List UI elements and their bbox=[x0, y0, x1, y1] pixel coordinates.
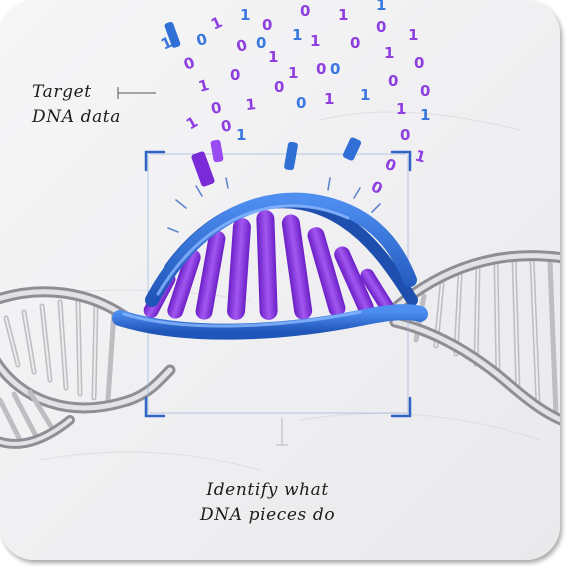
identify-label-line-2: DNA pieces do bbox=[200, 505, 336, 525]
svg-text:0: 0 bbox=[368, 177, 385, 198]
svg-text:1: 1 bbox=[413, 146, 428, 166]
svg-text:1: 1 bbox=[268, 48, 278, 66]
svg-text:0: 0 bbox=[383, 155, 399, 175]
svg-text:1: 1 bbox=[236, 126, 246, 144]
svg-text:0: 0 bbox=[256, 34, 266, 52]
svg-text:0: 0 bbox=[181, 53, 197, 73]
svg-text:0: 0 bbox=[330, 60, 340, 78]
svg-text:0: 0 bbox=[420, 82, 430, 100]
svg-text:0: 0 bbox=[414, 54, 424, 72]
svg-text:1: 1 bbox=[310, 32, 320, 50]
svg-text:0: 0 bbox=[234, 36, 249, 56]
frame-pointer bbox=[276, 418, 288, 446]
svg-text:0: 0 bbox=[274, 78, 284, 96]
binary-digits-icon: 0 1 0 0 1 0 1 0 1 0 0 1 0 1 1 0 0 1 0 1 bbox=[158, 0, 430, 198]
svg-text:0: 0 bbox=[210, 98, 223, 118]
target-label-line-1: Target bbox=[32, 82, 92, 102]
svg-text:0: 0 bbox=[400, 126, 410, 144]
focus-frame-icon bbox=[144, 150, 412, 418]
motion-dashes bbox=[167, 177, 387, 235]
target-pointer bbox=[117, 87, 156, 99]
svg-text:1: 1 bbox=[208, 13, 225, 34]
sketch-background bbox=[9, 111, 541, 471]
svg-text:1: 1 bbox=[396, 100, 406, 118]
svg-text:1: 1 bbox=[384, 44, 394, 62]
svg-text:0: 0 bbox=[296, 94, 306, 112]
svg-text:0: 0 bbox=[316, 60, 326, 78]
svg-text:1: 1 bbox=[420, 106, 430, 124]
svg-text:1: 1 bbox=[324, 90, 334, 108]
dna-illustration: 0 1 0 0 1 0 1 0 1 0 0 1 0 1 1 0 0 1 0 1 bbox=[0, 0, 560, 471]
svg-text:1: 1 bbox=[183, 113, 201, 134]
svg-text:1: 1 bbox=[408, 26, 418, 44]
svg-text:1: 1 bbox=[376, 0, 386, 14]
svg-text:1: 1 bbox=[360, 86, 370, 104]
svg-text:1: 1 bbox=[240, 6, 250, 24]
svg-text:1: 1 bbox=[196, 76, 211, 96]
outer-dna-left bbox=[0, 286, 176, 449]
svg-text:0: 0 bbox=[376, 18, 386, 36]
svg-text:0: 0 bbox=[300, 2, 310, 20]
identify-label-line-1: Identify what bbox=[206, 480, 329, 500]
svg-text:0: 0 bbox=[262, 16, 272, 34]
dna-helix-icon bbox=[112, 192, 428, 340]
svg-text:0: 0 bbox=[350, 34, 360, 52]
svg-text:0: 0 bbox=[230, 66, 240, 84]
svg-text:0: 0 bbox=[220, 116, 233, 136]
svg-text:1: 1 bbox=[292, 26, 302, 44]
identify-label: Identify what DNA pieces do bbox=[200, 478, 335, 528]
svg-text:0: 0 bbox=[194, 30, 209, 50]
target-label-line-2: DNA data bbox=[32, 107, 121, 127]
outer-dna-right bbox=[389, 250, 560, 426]
svg-text:0: 0 bbox=[388, 72, 398, 90]
svg-text:1: 1 bbox=[245, 95, 257, 114]
illustration-card: 0 1 0 0 1 0 1 0 1 0 0 1 0 1 1 0 0 1 0 1 bbox=[0, 0, 560, 560]
target-dna-label: Target DNA data bbox=[32, 80, 121, 130]
svg-text:1: 1 bbox=[288, 64, 298, 82]
svg-text:1: 1 bbox=[338, 6, 348, 24]
